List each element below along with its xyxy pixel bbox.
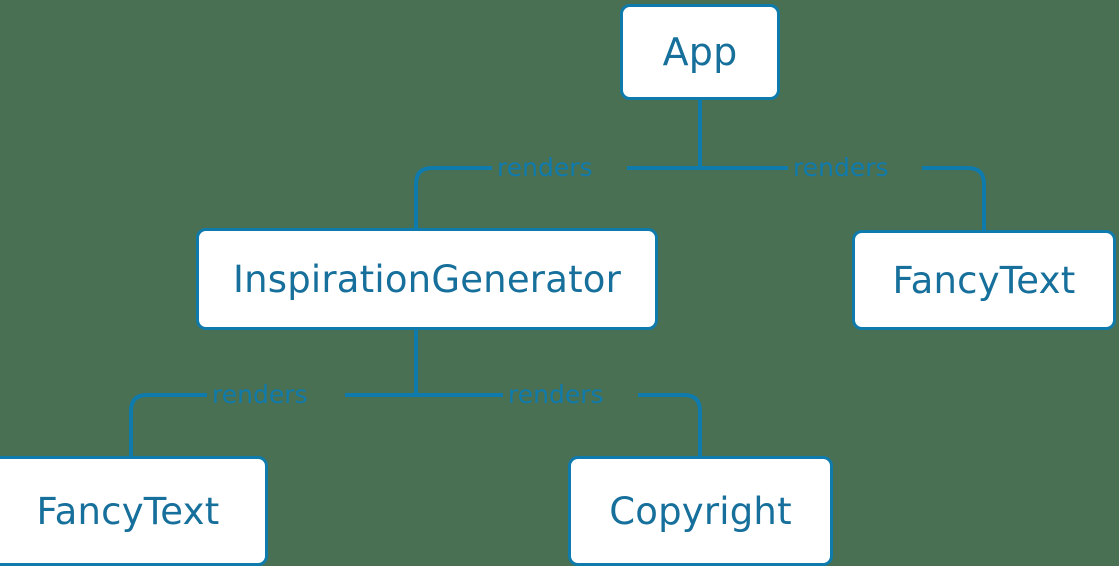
edge-label-app-to-fancytext-right: renders (793, 153, 889, 182)
edge-app-to-inspiration (414, 166, 700, 228)
node-copyright[interactable]: Copyright (568, 456, 833, 566)
node-fancytext-left[interactable]: FancyText (0, 456, 268, 566)
edge-inspiration-to-copyright (416, 393, 702, 456)
node-app-label: App (662, 30, 738, 74)
edge-inspiration-to-fancytext-left (129, 393, 416, 456)
node-app[interactable]: App (620, 4, 780, 100)
edge-label-inspiration-to-copyright: renders (508, 380, 604, 409)
node-inspiration-generator-label: InspirationGenerator (232, 257, 622, 301)
edge-label-inspiration-to-fancytext-left: renders (212, 380, 308, 409)
node-fancytext-right-label: FancyText (892, 258, 1076, 302)
node-copyright-label: Copyright (609, 489, 792, 533)
node-fancytext-left-label: FancyText (36, 489, 220, 533)
edge-app-to-fancytext-right (700, 166, 986, 230)
edge-label-app-to-inspiration: renders (497, 153, 593, 182)
node-inspiration-generator[interactable]: InspirationGenerator (196, 228, 658, 330)
node-fancytext-right[interactable]: FancyText (852, 230, 1116, 330)
